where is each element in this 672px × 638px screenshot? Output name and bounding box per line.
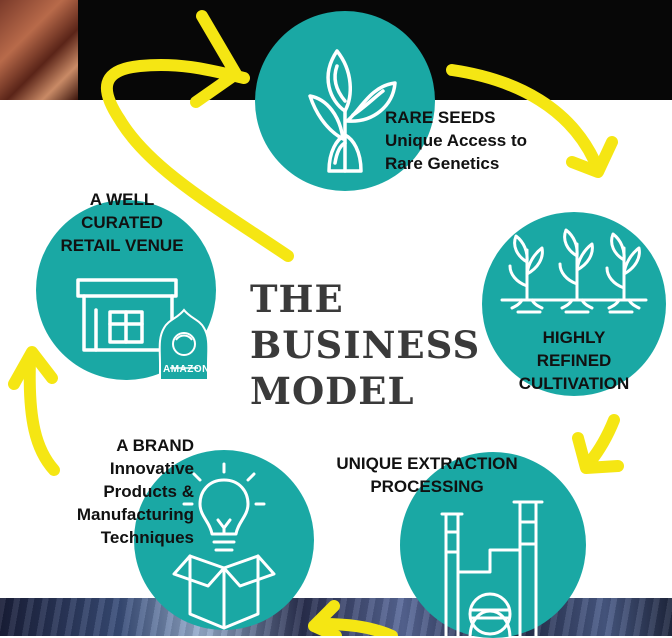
amazon-badge-text: AMAZON	[163, 364, 210, 375]
cultivation-line-1: HIGHLY	[542, 328, 606, 347]
retail-line-2: CURATED	[81, 213, 163, 232]
rare-seeds-desc-1: Unique Access to	[385, 131, 528, 150]
rare-seeds-circle	[255, 11, 435, 191]
extraction-circle	[400, 452, 586, 638]
rare-seeds-desc-2: Rare Genetics	[385, 154, 500, 173]
sprout-icon	[308, 49, 397, 173]
cultivation-label: HIGHLY REFINED CULTIVATION	[494, 326, 654, 395]
refinery-icon	[440, 500, 544, 638]
cultivation-circle	[482, 212, 666, 396]
top-left-photo	[0, 0, 78, 100]
brand-label: A BRAND Innovative Products & Manufactur…	[40, 434, 194, 549]
retail-line-1: A WELL	[89, 190, 155, 209]
title-line-1: THE	[250, 277, 344, 321]
rare-seeds-heading: RARE SEEDS	[385, 108, 496, 127]
arrow-cultivation-to-extraction	[584, 414, 620, 468]
plants-icon	[500, 228, 648, 314]
lightbulb-box-icon	[172, 462, 276, 630]
brand-circle	[134, 450, 314, 630]
extraction-line-1: UNIQUE EXTRACTION	[336, 454, 518, 473]
extraction-line-2: PROCESSING	[370, 477, 484, 496]
page-title: THE BUSINESS MODEL	[250, 276, 480, 414]
arrow-brand-to-retail	[23, 354, 60, 476]
arrow-retail-to-seeds	[100, 58, 294, 262]
brand-desc-1: Innovative	[109, 459, 194, 478]
brand-desc-4: Techniques	[100, 528, 194, 547]
rare-seeds-label: RARE SEEDS Unique Access to Rare Genetic…	[385, 106, 527, 175]
retail-line-3: RETAIL VENUE	[60, 236, 184, 255]
arrow-extraction-to-brand	[316, 618, 398, 636]
brand-desc-2: Products &	[103, 482, 194, 501]
retail-label: A WELL CURATED RETAIL VENUE	[44, 188, 200, 257]
cultivation-line-2: REFINED	[536, 351, 612, 370]
brand-desc-3: Manufacturing	[76, 505, 194, 524]
title-line-2: BUSINESS	[250, 323, 481, 367]
cultivation-line-3: CULTIVATION	[518, 374, 630, 393]
amazon-badge-logo	[158, 308, 210, 381]
title-line-3: MODEL	[250, 369, 415, 413]
extraction-label: UNIQUE EXTRACTION PROCESSING	[302, 452, 552, 498]
brand-heading: A BRAND	[116, 436, 194, 455]
arrow-seeds-to-cultivation	[446, 64, 600, 166]
